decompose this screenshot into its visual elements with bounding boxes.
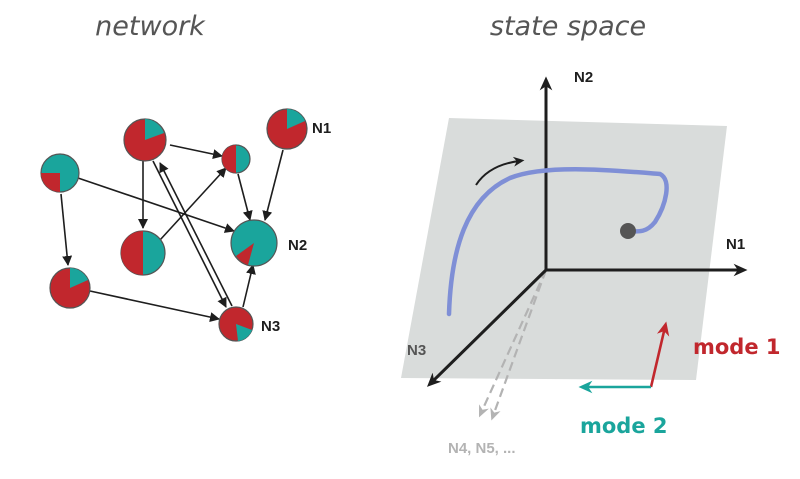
network-title: network <box>95 11 206 42</box>
state-space-title: state space <box>490 11 646 42</box>
axis-n2-label: N2 <box>574 69 593 86</box>
edge-c-n2 <box>237 173 253 221</box>
edge-a-n2 <box>77 177 235 233</box>
node-c <box>221 144 251 174</box>
axis-n3-label: N3 <box>407 342 426 359</box>
edge-n3-c <box>159 162 233 307</box>
trajectory <box>446 166 669 317</box>
edge-b-n3 <box>152 160 227 308</box>
node-a <box>40 153 80 193</box>
axis-n1-label: N1 <box>726 236 745 253</box>
trajectory-start-point <box>620 223 636 239</box>
network-edges <box>60 144 284 322</box>
edge-n3-n2 <box>242 264 256 308</box>
node-d <box>49 267 91 309</box>
node-n3-label: N3 <box>261 318 280 335</box>
state-axes <box>427 76 748 387</box>
axis-n3 <box>427 268 548 387</box>
edge-a-d <box>60 193 73 266</box>
mode-1-label: mode 1 <box>693 335 781 359</box>
edge-b-c <box>169 144 223 160</box>
node-n3 <box>218 306 254 342</box>
direction-arrow <box>475 156 525 186</box>
state-plane <box>401 118 727 380</box>
node-n1 <box>266 108 308 150</box>
edge-e-c <box>159 167 227 241</box>
node-e <box>120 230 166 276</box>
mode-1-arrow <box>649 321 670 388</box>
mode-2-label: mode 2 <box>580 414 668 438</box>
node-n1-label: N1 <box>312 120 331 137</box>
edge-n1-n2 <box>262 149 284 221</box>
higher-dim-label: N4, N5, ... <box>448 440 516 457</box>
node-n2-label: N2 <box>288 237 307 254</box>
edge-d-n3 <box>89 290 220 322</box>
node-n2 <box>230 219 278 267</box>
higher-dim-axes <box>479 269 548 421</box>
node-b <box>123 118 167 162</box>
network-nodes <box>40 108 308 342</box>
